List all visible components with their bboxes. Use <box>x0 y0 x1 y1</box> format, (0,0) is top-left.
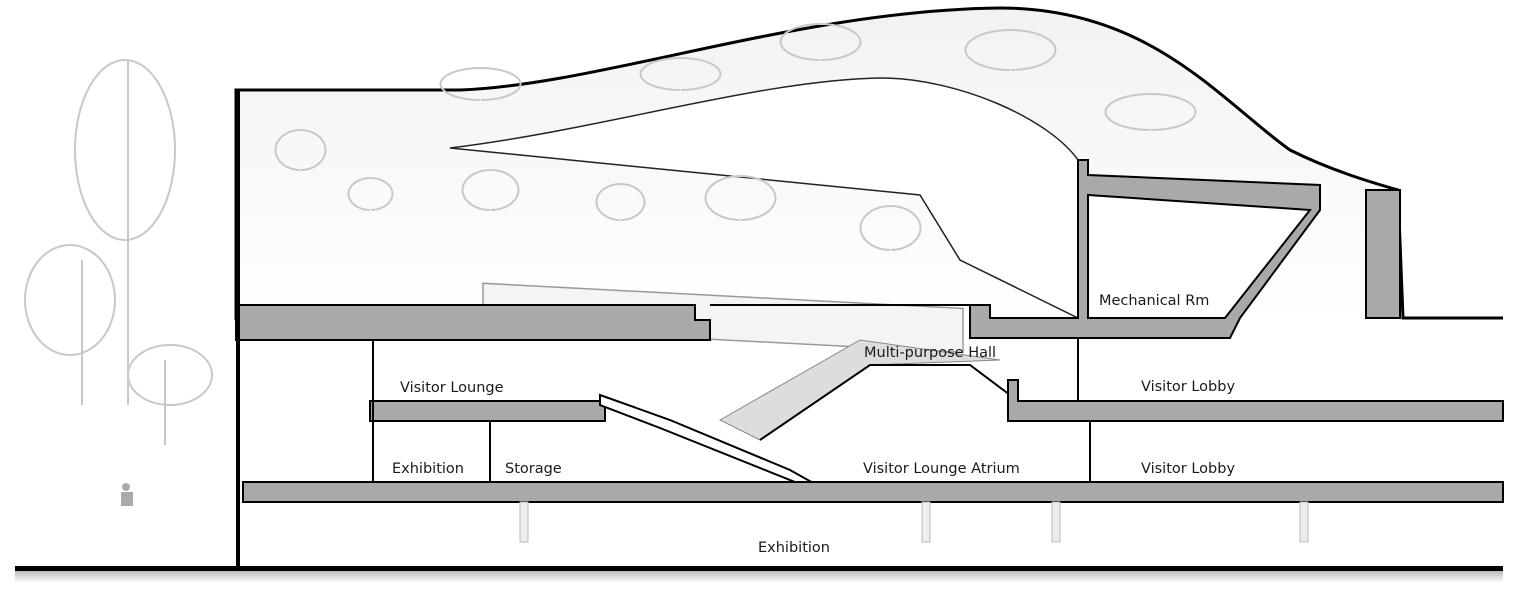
roof-slope-interior <box>449 77 1079 320</box>
label-visitor-lounge-atrium: Visitor Lounge Atrium <box>863 461 1020 477</box>
roof-slab <box>235 304 711 341</box>
roof-garden-trees <box>274 23 1197 251</box>
label-storage: Storage <box>505 461 562 477</box>
label-multipurpose-hall: Multi-purpose Hall <box>864 345 997 361</box>
label-visitor-lounge: Visitor Lounge <box>400 380 504 396</box>
person-icon <box>121 483 133 506</box>
structural-wall <box>1365 189 1401 319</box>
tree-icon <box>24 59 213 445</box>
basement-columns <box>519 501 1309 543</box>
exterior-wall <box>236 90 240 568</box>
label-visitor-lobby-lower: Visitor Lobby <box>1141 461 1236 477</box>
mechanical-room <box>1087 193 1312 319</box>
ground-line <box>15 566 1503 571</box>
visitor-lobby-slab <box>1007 379 1504 422</box>
visitor-lounge-slab <box>369 400 606 422</box>
label-exhibition-basement: Exhibition <box>758 540 830 556</box>
ground-floor-slab <box>242 481 1504 503</box>
label-exhibition: Exhibition <box>392 461 464 477</box>
label-visitor-lobby-upper: Visitor Lobby <box>1141 379 1236 395</box>
hall-seating <box>718 339 1001 441</box>
label-mechanical-rm: Mechanical Rm <box>1099 293 1210 309</box>
